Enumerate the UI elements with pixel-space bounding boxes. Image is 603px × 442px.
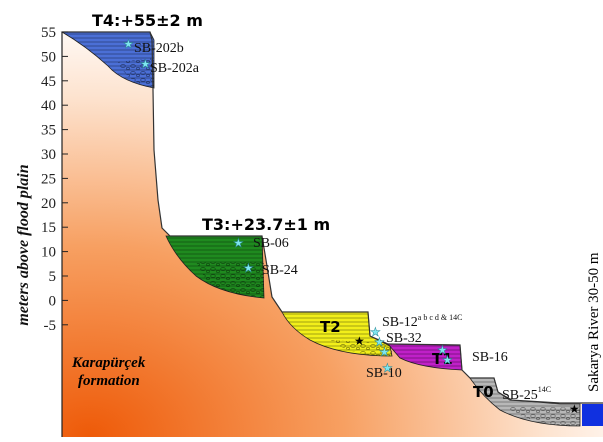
sample-label-sb06: SB-06 — [253, 236, 289, 251]
terrace-t0-deposit — [469, 377, 581, 427]
terrace-t2-deposit — [281, 311, 393, 357]
sample-label-sb25-superscript: 14C — [538, 385, 551, 394]
y-tick-label: 0 — [49, 293, 57, 309]
terrace-t4-deposit — [60, 31, 155, 89]
y-tick-label: 25 — [41, 171, 56, 187]
sample-star-icon: ★ — [243, 261, 254, 275]
sample-label-sb25: SB-2514C — [502, 385, 551, 403]
sample-star-icon: ★ — [442, 353, 453, 367]
sakarya-river-channel — [582, 404, 603, 426]
sample-star-icon: ★ — [382, 361, 393, 375]
terrace-label-t2: T2 — [320, 318, 341, 336]
y-tick-label: 30 — [41, 147, 56, 163]
y-tick-label: 50 — [41, 49, 56, 65]
y-tick-label: 45 — [41, 74, 56, 90]
dated-sample-star-icon: ★ — [569, 402, 580, 416]
sample-label-sb202a: SB-202a — [150, 61, 200, 76]
sample-star-icon: ★ — [123, 37, 134, 51]
sample-star-icon: ★ — [233, 236, 244, 250]
sample-star-icon: ★ — [370, 325, 381, 339]
terrace-label-t4: T4:+55±2 m — [92, 11, 203, 30]
sample-label-sb24: SB-24 — [262, 263, 298, 278]
sample-label-sb12: SB-12a b c d & 14C — [382, 313, 462, 330]
dated-sample-star-icon: ★ — [354, 334, 365, 348]
terrace-label-t0: T0 — [473, 383, 494, 401]
y-axis-label: meters above flood plain — [15, 164, 32, 325]
river-label: Sakarya River 30-50 m — [586, 252, 602, 392]
sample-star-icon: ★ — [374, 335, 385, 349]
terrace-label-t3: T3:+23.7±1 m — [202, 215, 330, 234]
sample-markers: ★ ★ ★ ★ ★ ★ ★ ★ ★ ★ ★ ★ — [123, 37, 580, 416]
y-tick-label: 35 — [41, 123, 56, 139]
sample-label-sb16: SB-16 — [472, 350, 508, 365]
topographic-profile-line — [62, 31, 603, 404]
y-tick-label: 15 — [41, 220, 56, 236]
terrace-t3-deposit — [165, 235, 265, 299]
sample-label-sb12-superscript: a b c d & 14C — [418, 313, 463, 322]
terrace-label-t1: T1 — [432, 350, 453, 368]
sample-star-icon: ★ — [437, 343, 448, 357]
sample-star-icon: ★ — [140, 57, 151, 71]
formation-label: Karapürçek formation — [71, 355, 149, 389]
y-tick-label: 40 — [41, 98, 56, 114]
y-tick-label: 20 — [41, 196, 56, 212]
y-tick-label: 10 — [41, 245, 56, 261]
sample-star-icon: ★ — [379, 345, 390, 359]
sample-label-sb202b: SB-202b — [134, 41, 184, 56]
y-tick-label: -5 — [44, 318, 57, 334]
karapurcek-formation-body — [62, 32, 603, 437]
y-tick-label: 5 — [49, 269, 57, 285]
sample-label-sb32: SB-32 — [386, 331, 422, 346]
sample-label-sb10: SB-10 — [366, 366, 402, 381]
y-tick-label: 55 — [41, 25, 56, 41]
